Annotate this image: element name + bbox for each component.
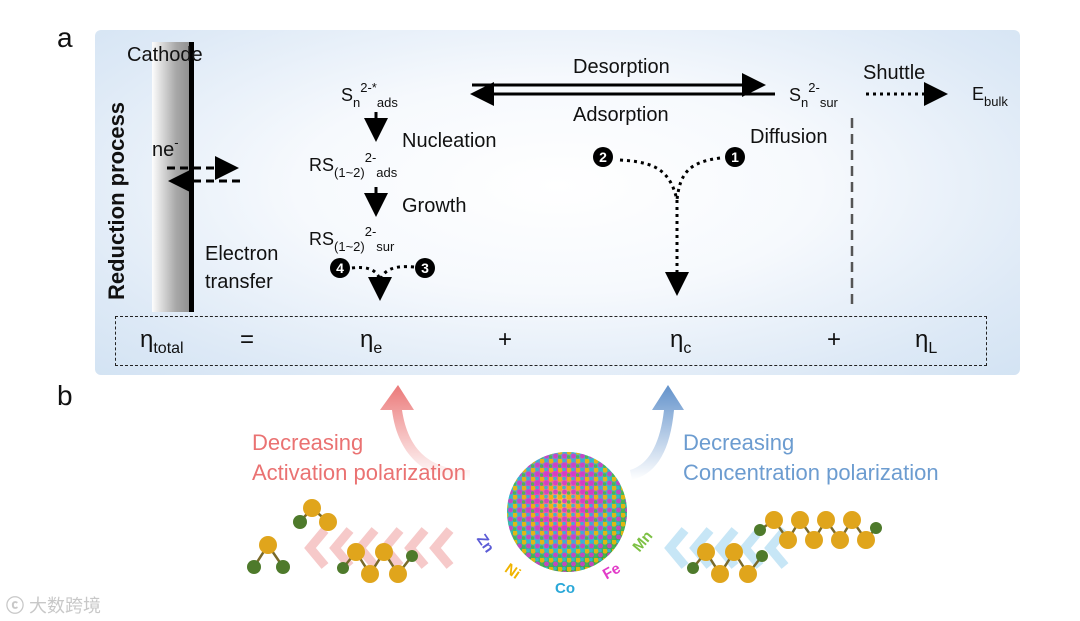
- polysulfide-chains-left: [247, 499, 418, 583]
- panel-label-b: b: [57, 380, 73, 411]
- watermark-logo-icon: ⓒ: [6, 596, 24, 616]
- eta-c: ηc: [670, 326, 692, 357]
- polysulfide-chains-right: [687, 511, 882, 583]
- eta-e: ηe: [360, 326, 383, 357]
- eta-l: ηL: [915, 326, 938, 357]
- e-bulk-label: Ebulk: [972, 84, 1008, 109]
- marker-1: 1: [725, 147, 745, 167]
- equals-sign: =: [240, 326, 255, 353]
- marker-3: 3: [415, 258, 435, 278]
- species-rs-ads: RS(1~2)2-ads: [309, 150, 398, 180]
- concentration-curved-arrow: [630, 385, 684, 480]
- plus-sign-1: +: [498, 326, 513, 353]
- plus-sign-2: +: [827, 326, 842, 353]
- marker-4: 4: [330, 258, 350, 278]
- species-sn-sur: Sn2-sur: [789, 80, 838, 110]
- growth-label: Growth: [402, 195, 467, 217]
- species-rs-sur: RS(1~2)2-sur: [309, 224, 395, 254]
- path-1-curve: [675, 156, 721, 201]
- adsorption-label: Adsorption: [573, 104, 669, 126]
- cathode-label: Cathode: [127, 44, 203, 66]
- diffusion-label: Diffusion: [750, 126, 828, 148]
- eta-total: ηtotal: [140, 326, 184, 357]
- path-2-curve: [619, 158, 679, 201]
- element-co: Co: [555, 580, 575, 597]
- watermark: ⓒ 大数跨境: [6, 596, 102, 616]
- concentration-polarization-label: Decreasing Concentration polarization: [683, 430, 939, 485]
- electron-transfer-label: Electron transfer: [205, 243, 279, 293]
- marker-2: 2: [593, 147, 613, 167]
- nucleation-label: Nucleation: [402, 130, 497, 152]
- activation-polarization-label: Decreasing Activation polarization: [252, 430, 467, 485]
- species-sn-ads: Sn2-*ads: [341, 80, 398, 110]
- panel-label-a: a: [57, 22, 73, 53]
- panel-a-background: [95, 30, 1020, 375]
- shuttle-label: Shuttle: [863, 62, 926, 84]
- overpotential-equation-box: [115, 316, 987, 366]
- activation-curved-arrow: [380, 385, 470, 481]
- desorption-label: Desorption: [573, 56, 670, 78]
- electron-label: ne-: [152, 135, 179, 161]
